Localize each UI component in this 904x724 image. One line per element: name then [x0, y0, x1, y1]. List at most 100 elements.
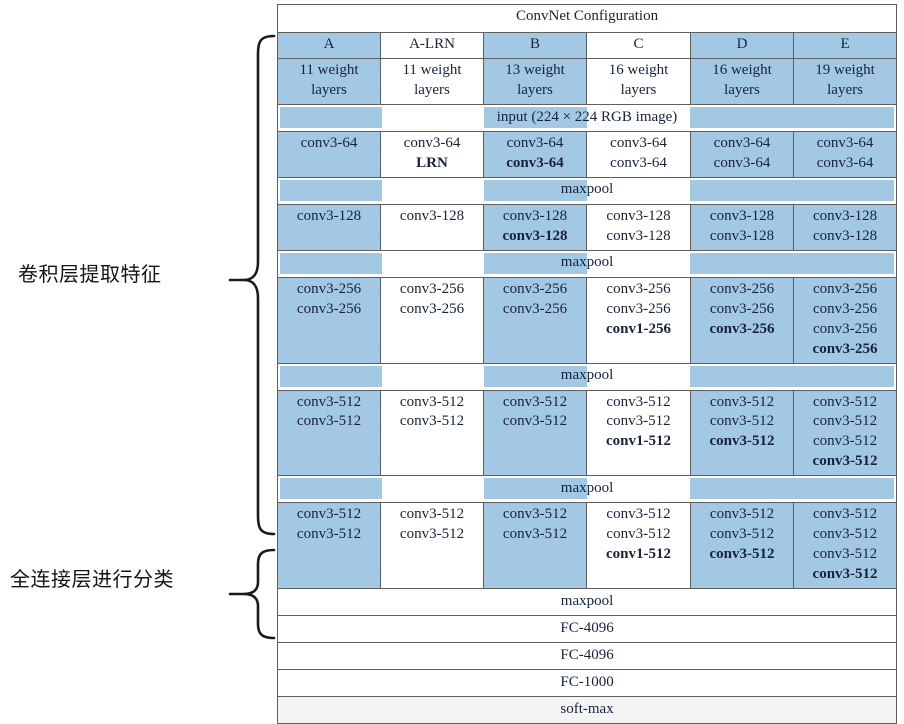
footer-label-fc-4096: FC-4096 — [276, 642, 898, 670]
maxpool-row: maxpool — [276, 176, 898, 205]
conv-cell-conv64-a: conv3-64 — [277, 131, 381, 178]
layer-entry: conv3-64 — [403, 135, 461, 151]
column-shading — [280, 252, 895, 274]
layer-entry: conv3-64 — [816, 154, 874, 171]
shade-stripe — [280, 179, 383, 201]
layer-entry: conv3-512 — [399, 413, 465, 430]
layer-entry: conv3-256 — [812, 300, 878, 317]
shade-stripe — [791, 107, 895, 128]
column-header-a: A — [277, 32, 381, 59]
layer-entry: conv3-64 — [506, 135, 564, 151]
layer-entry: conv3-512 — [502, 393, 568, 410]
shade-stripe — [689, 252, 792, 274]
column-header-b: B — [483, 32, 587, 59]
layer-entry: conv3-128 — [502, 227, 568, 244]
layer-entry: conv3-128 — [606, 207, 671, 224]
layer-entry: conv3-512 — [296, 393, 362, 410]
layer-entry: conv3-512 — [709, 393, 775, 410]
shade-stripe — [280, 252, 383, 274]
maxpool-banner: maxpool — [280, 179, 895, 201]
footer-row-fc-4096: FC-4096 — [276, 615, 898, 643]
weight-layers-line: layers — [414, 81, 450, 98]
column-header-a-lrn: A-LRN — [380, 32, 484, 59]
layer-entry: conv3-512 — [399, 506, 465, 523]
maxpool-banner: maxpool — [280, 252, 895, 274]
layer-entry: conv3-256 — [296, 280, 362, 297]
layer-entry: conv3-512 — [812, 506, 878, 523]
shade-stripe — [791, 478, 895, 500]
shade-stripe — [382, 478, 485, 500]
weight-layers-b: 13 weight layers — [483, 58, 587, 105]
layer-entry: conv3-64 — [816, 135, 874, 151]
weight-layers-line: 13 weight — [505, 62, 565, 78]
conv-layers-brace — [222, 30, 282, 546]
weight-layers-line: layers — [620, 81, 657, 98]
shade-stripe — [586, 365, 690, 387]
layer-entry: conv1-512 — [606, 546, 671, 563]
layer-entry: conv3-512 — [606, 413, 671, 430]
column-header-d: D — [690, 32, 794, 59]
maxpool-banner: maxpool — [280, 478, 895, 500]
layer-entry: conv3-512 — [709, 546, 775, 563]
table-title: ConvNet Configuration — [276, 4, 898, 33]
layer-entry: conv3-128 — [399, 207, 465, 224]
weight-layers-line: 16 weight — [608, 62, 669, 78]
conv-layers-annotation-label: 卷积层提取特征 — [18, 262, 162, 286]
shade-stripe — [791, 252, 895, 274]
maxpool-label: maxpool — [560, 254, 614, 271]
layer-entry: conv3-256 — [502, 300, 568, 317]
layer-entry: conv3-64 — [713, 154, 771, 171]
layer-entry: conv3-256 — [812, 280, 878, 297]
maxpool-cell: maxpool — [276, 249, 898, 278]
column-shading — [280, 179, 895, 201]
layer-entry: conv3-512 — [709, 506, 775, 523]
shade-stripe — [586, 107, 690, 128]
footer-label-fc-4096: FC-4096 — [276, 615, 898, 643]
shade-stripe — [484, 478, 587, 500]
conv-cell-conv64-e: conv3-64 conv3-64 — [792, 131, 898, 178]
weight-layers-line: 11 weight — [402, 62, 462, 78]
layer-entry: conv3-256 — [709, 300, 775, 317]
layer-entry: conv3-128 — [709, 207, 775, 224]
layer-entry: conv3-512 — [709, 413, 775, 430]
shade-stripe — [791, 365, 895, 387]
weight-layers-line: 16 weight — [712, 62, 772, 78]
layer-entry: conv3-512 — [399, 393, 465, 410]
conv-cell-conv128-a-lrn: conv3-128 — [380, 203, 484, 251]
shade-stripe — [280, 107, 383, 128]
layer-entry: conv3-64 — [610, 154, 667, 171]
conv-cell-conv512a-a-lrn: conv3-512 conv3-512 — [380, 389, 484, 477]
weight-layers-line: layers — [517, 81, 553, 98]
conv-cell-conv512b-d: conv3-512 conv3-512 conv3-512 — [690, 502, 794, 589]
shade-stripe — [484, 107, 587, 128]
layer-entry: conv3-512 — [812, 413, 878, 430]
footer-row-fc-1000: FC-1000 — [276, 669, 898, 697]
shade-stripe — [689, 365, 792, 387]
conv-cell-conv128-a: conv3-128 — [277, 203, 381, 251]
layer-entry: conv3-64 — [506, 154, 564, 171]
column-shading — [280, 107, 895, 128]
shade-stripe — [689, 179, 792, 201]
layer-entry: conv3-256 — [502, 280, 568, 297]
shade-stripe — [586, 478, 690, 500]
layer-entry: conv1-256 — [606, 320, 671, 337]
layer-entry: conv3-256 — [812, 320, 878, 337]
conv-cell-conv64-b: conv3-64 conv3-64 — [483, 131, 587, 178]
layer-entry: conv3-512 — [709, 526, 775, 543]
weight-layers-line: layers — [827, 81, 863, 98]
